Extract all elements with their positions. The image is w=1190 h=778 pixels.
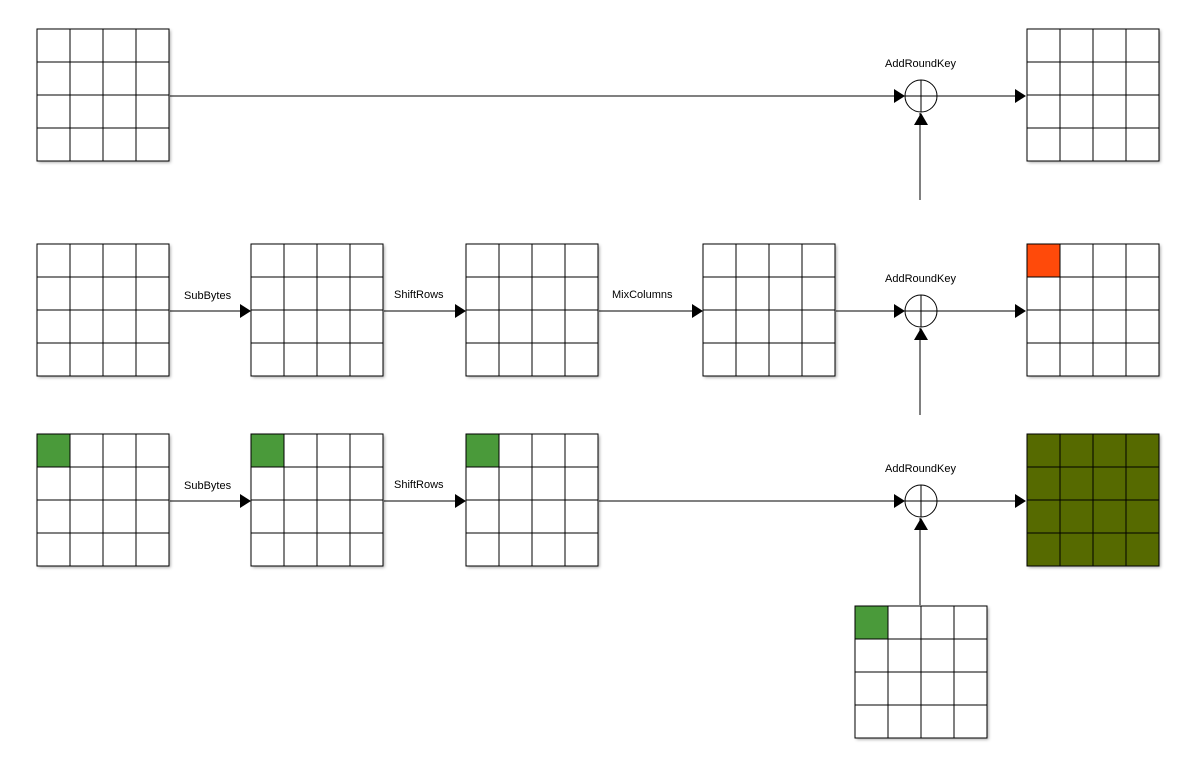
arrowhead-icon — [1015, 304, 1026, 318]
label-subbytes-row2: SubBytes — [184, 290, 232, 302]
matrix-row2-input — [36, 243, 170, 377]
label-subbytes-row3: SubBytes — [184, 480, 232, 492]
matrix-border — [250, 433, 384, 567]
state-matrices — [36, 28, 1160, 739]
matrix-border — [1026, 433, 1160, 567]
arrowhead-icon — [455, 304, 466, 318]
matrix-border — [1026, 243, 1160, 377]
matrix-border — [465, 433, 599, 567]
arrowheads — [240, 89, 1026, 530]
matrix-border — [36, 28, 170, 162]
highlighted-cell — [855, 606, 888, 639]
label-addroundkey-row1: AddRoundKey — [885, 58, 956, 70]
arrowhead-icon — [894, 89, 905, 103]
arrowhead-icon — [240, 304, 251, 318]
matrix-row2-after-shiftrows — [465, 243, 599, 377]
highlighted-cell — [251, 434, 284, 467]
matrix-row2-after-subbytes — [250, 243, 384, 377]
matrix-border — [465, 243, 599, 377]
arrowhead-icon — [894, 304, 905, 318]
connector-lines — [170, 95, 1025, 605]
arrowhead-icon — [914, 518, 928, 530]
xor-circle-plus-icon — [904, 484, 938, 518]
label-shiftrows-row2: ShiftRows — [394, 289, 444, 301]
matrix-border — [854, 605, 988, 739]
matrix-round-key — [854, 605, 988, 739]
matrix-border — [702, 243, 836, 377]
arrowhead-icon — [1015, 89, 1026, 103]
matrix-border — [1026, 28, 1160, 162]
highlighted-cell — [37, 434, 70, 467]
arrowhead-icon — [455, 494, 466, 508]
matrix-row1-output — [1026, 28, 1160, 162]
matrix-row3-input — [36, 433, 170, 567]
matrix-row2-output — [1026, 243, 1160, 377]
matrix-border — [36, 433, 170, 567]
arrowhead-icon — [914, 328, 928, 340]
operation-labels: SubBytes ShiftRows MixColumns SubBytes S… — [184, 58, 956, 492]
xor-circle-plus-icon — [904, 294, 938, 328]
arrowhead-icon — [1015, 494, 1026, 508]
matrix-border — [36, 243, 170, 377]
xor-circle-plus-icon — [904, 79, 938, 113]
matrix-border — [250, 243, 384, 377]
label-addroundkey-row2: AddRoundKey — [885, 273, 956, 285]
matrix-row3-output — [1026, 433, 1160, 567]
highlighted-cell — [466, 434, 499, 467]
arrowhead-icon — [240, 494, 251, 508]
arrowhead-icon — [692, 304, 703, 318]
highlighted-cell — [1027, 244, 1060, 277]
label-addroundkey-row3: AddRoundKey — [885, 463, 956, 475]
matrix-row1-input — [36, 28, 170, 162]
label-mixcolumns-row2: MixColumns — [612, 289, 673, 301]
matrix-row3-after-shiftrows — [465, 433, 599, 567]
arrowhead-icon — [894, 494, 905, 508]
arrowhead-icon — [914, 113, 928, 125]
matrix-row2-after-mixcolumns — [702, 243, 836, 377]
label-shiftrows-row3: ShiftRows — [394, 479, 444, 491]
xor-operators — [904, 79, 938, 518]
matrix-row3-after-subbytes — [250, 433, 384, 567]
